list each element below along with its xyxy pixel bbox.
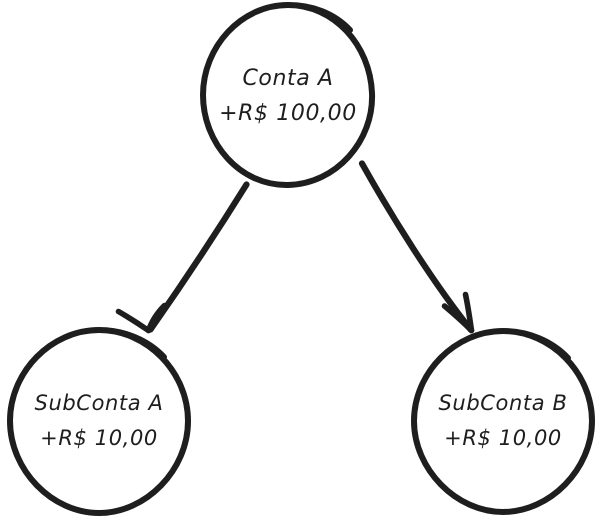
node-subconta-b[interactable]: SubConta B +R$ 10,00 [411,328,595,515]
edge-line [147,181,250,333]
node-conta-a-line1: Conta A [242,66,333,91]
edge-conta-a-to-subconta-b[interactable] [358,160,475,334]
node-ellipse-outline [7,327,191,516]
node-subconta-a-line1: SubConta A [35,391,164,415]
node-ellipse-outline [411,328,595,515]
arrowhead-icon-2 [115,308,152,334]
node-conta-a-line2: +R$ 100,00 [219,101,357,126]
node-subconta-a-line2: +R$ 10,00 [40,426,158,450]
edge-conta-a-to-subconta-a[interactable] [115,181,250,334]
edge-line [358,160,475,334]
node-conta-a[interactable]: Conta A +R$ 100,00 [200,2,376,189]
node-subconta-a[interactable]: SubConta A +R$ 10,00 [7,327,191,516]
arrowhead-icon-2 [462,291,475,334]
node-subconta-b-line1: SubConta B [439,391,568,415]
node-ellipse-outline [200,2,376,189]
node-subconta-b-line2: +R$ 10,00 [444,426,562,450]
